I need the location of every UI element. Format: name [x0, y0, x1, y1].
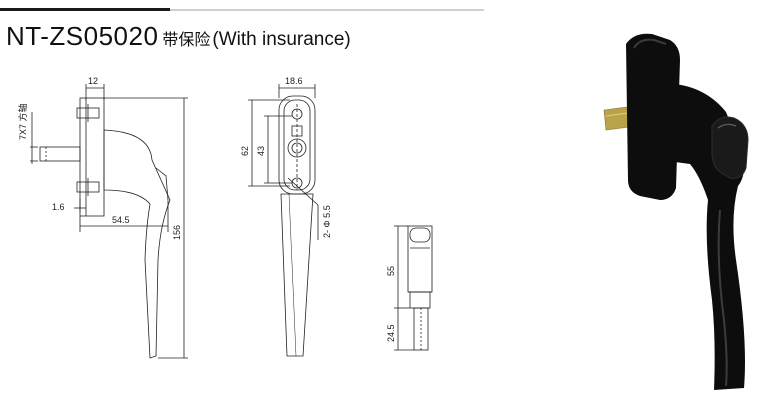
spindle-view	[394, 225, 433, 351]
header-rule	[0, 9, 484, 11]
product-photo	[603, 33, 749, 391]
side-view	[30, 84, 188, 359]
dim-total-height: 156	[172, 225, 182, 240]
insurance-label-en: (With insurance)	[212, 29, 351, 50]
model-code: NT-ZS05020	[6, 21, 159, 51]
dim-lock-length: 55	[386, 266, 396, 276]
front-view	[248, 84, 319, 357]
dim-offset: 1.6	[52, 202, 65, 212]
dim-reach: 54.5	[112, 215, 130, 225]
dim-width-top: 12	[88, 76, 98, 86]
header-rule-accent	[0, 8, 170, 11]
insurance-label-cn: 带保险	[162, 32, 211, 49]
dim-inner-span: 43	[256, 146, 266, 156]
dim-screw: 2- Φ 5.5	[322, 205, 332, 238]
dim-shaft: 7X7 方轴	[17, 103, 28, 140]
dim-spindle-length: 24.5	[386, 324, 396, 342]
dim-hole-span: 62	[240, 146, 250, 156]
dim-front-width: 18.6	[285, 76, 303, 86]
